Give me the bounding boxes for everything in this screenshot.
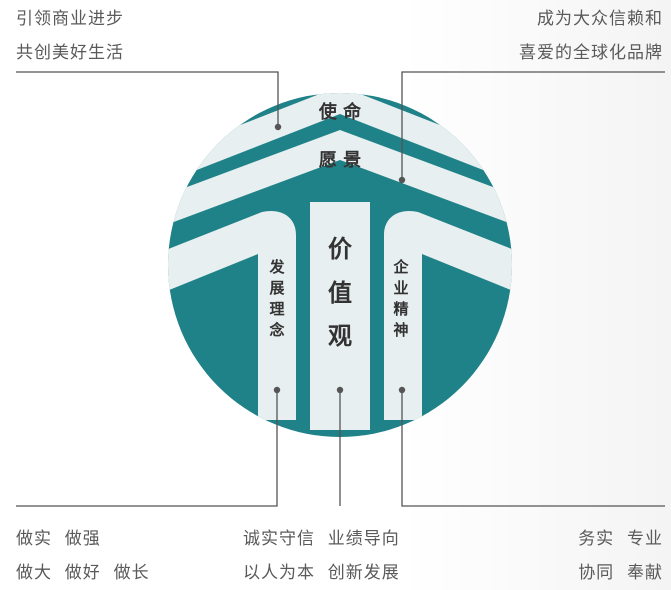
development-label: 发 展 理 念	[268, 258, 285, 339]
svg-text:企: 企	[392, 258, 409, 276]
svg-text:值: 值	[328, 279, 352, 307]
values-text: 诚实守信 业绩导向 以人为本 创新发展	[243, 529, 400, 583]
vision-text: 成为大众信赖和 喜爱的全球化品牌	[519, 9, 663, 63]
vision-band-light	[168, 130, 512, 242]
values-label: 价 值 观	[328, 235, 353, 350]
leader-dots	[273, 123, 406, 394]
svg-text:发: 发	[268, 258, 285, 276]
development-text: 做实 做强 做大 做好 做长	[16, 529, 150, 583]
svg-text:观: 观	[328, 322, 352, 350]
development-leader	[16, 390, 278, 507]
enterprise-text: 务实 专业 协同 奉献	[578, 529, 663, 583]
svg-text:神: 神	[393, 321, 408, 339]
svg-text:精: 精	[393, 300, 408, 318]
svg-text:展: 展	[269, 279, 284, 297]
enterprise-label: 企 业 精 神	[392, 258, 409, 339]
svg-text:念: 念	[268, 321, 284, 339]
svg-text:价: 价	[328, 235, 353, 263]
leader-lines	[16, 71, 665, 507]
vision-leader	[401, 71, 665, 180]
enterprise-leader	[401, 390, 665, 507]
svg-text:理: 理	[269, 300, 284, 318]
mission-label: 使 命	[318, 101, 362, 123]
vision-label: 愿 景	[319, 150, 361, 171]
mission-text: 引领商业进步 共创美好生活	[16, 9, 124, 63]
svg-text:业: 业	[393, 279, 408, 297]
mission-leader	[16, 71, 279, 127]
